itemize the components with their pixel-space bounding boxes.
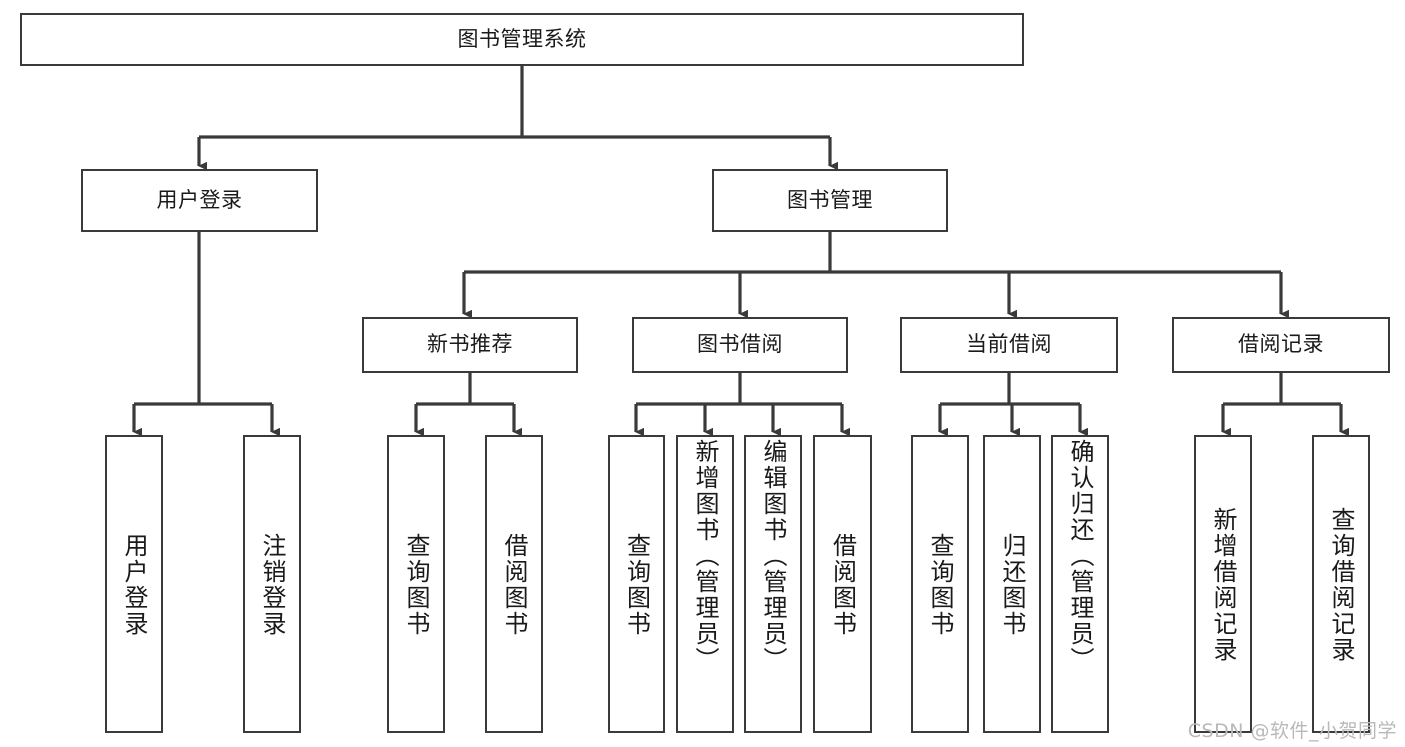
node-leaf-edit-book-label: 编辑图书（管理员） xyxy=(759,439,787,673)
node-leaf-query-book-3[interactable]: 查询图书 xyxy=(911,435,969,733)
node-book-manage-label: 图书管理 xyxy=(787,187,873,212)
node-leaf-query-book-2[interactable]: 查询图书 xyxy=(608,435,665,733)
connector-group-new-book-recommend xyxy=(414,373,522,437)
node-leaf-query-borrow-record[interactable]: 查询借阅记录 xyxy=(1312,435,1370,733)
connector-group-book-borrow xyxy=(634,373,850,437)
node-borrow-record-label: 借阅记录 xyxy=(1238,332,1324,357)
node-leaf-borrow-book-2-label: 借阅图书 xyxy=(828,533,857,637)
node-leaf-logout-label: 注销登录 xyxy=(258,533,286,637)
node-borrow-record[interactable]: 借阅记录 xyxy=(1172,317,1390,373)
node-root[interactable]: 图书管理系统 xyxy=(20,13,1024,66)
node-leaf-logout[interactable]: 注销登录 xyxy=(243,435,301,733)
node-book-borrow-label: 图书借阅 xyxy=(697,332,783,357)
node-leaf-borrow-book-2[interactable]: 借阅图书 xyxy=(813,435,872,733)
node-leaf-confirm-return[interactable]: 确认归还（管理员） xyxy=(1051,435,1109,733)
node-leaf-user-login-label: 用户登录 xyxy=(120,533,148,637)
connector-group-borrow-record xyxy=(1221,373,1349,437)
node-leaf-query-book-2-label: 查询图书 xyxy=(622,533,651,637)
node-user-login[interactable]: 用户登录 xyxy=(81,169,318,232)
connector-group-user-login xyxy=(132,232,280,437)
node-current-borrow[interactable]: 当前借阅 xyxy=(900,317,1118,373)
node-leaf-borrow-book-1[interactable]: 借阅图书 xyxy=(485,435,543,733)
node-book-borrow[interactable]: 图书借阅 xyxy=(632,317,848,373)
node-leaf-return-book-label: 归还图书 xyxy=(998,533,1026,637)
node-new-book-recommend-label: 新书推荐 xyxy=(427,332,513,357)
node-leaf-return-book[interactable]: 归还图书 xyxy=(983,435,1041,733)
node-leaf-user-login[interactable]: 用户登录 xyxy=(105,435,163,733)
node-current-borrow-label: 当前借阅 xyxy=(966,332,1052,357)
node-leaf-add-book[interactable]: 新增图书（管理员） xyxy=(676,435,734,733)
connector-group-current-borrow xyxy=(938,373,1088,437)
node-leaf-confirm-return-label: 确认归还（管理员） xyxy=(1066,439,1094,673)
node-leaf-query-borrow-record-label: 查询借阅记录 xyxy=(1327,507,1355,663)
node-leaf-borrow-book-1-label: 借阅图书 xyxy=(500,533,528,637)
node-leaf-query-book-3-label: 查询图书 xyxy=(926,533,954,637)
node-user-login-label: 用户登录 xyxy=(156,187,243,212)
node-leaf-add-borrow-record-label: 新增借阅记录 xyxy=(1209,507,1237,663)
node-book-manage[interactable]: 图书管理 xyxy=(712,169,948,232)
connector-group-root xyxy=(197,66,838,171)
node-root-label: 图书管理系统 xyxy=(457,26,587,51)
node-new-book-recommend[interactable]: 新书推荐 xyxy=(362,317,578,373)
node-leaf-query-book-1-label: 查询图书 xyxy=(402,533,430,637)
node-leaf-query-book-1[interactable]: 查询图书 xyxy=(387,435,445,733)
node-leaf-add-borrow-record[interactable]: 新增借阅记录 xyxy=(1194,435,1252,733)
node-leaf-add-book-label: 新增图书（管理员） xyxy=(691,439,719,673)
node-leaf-edit-book[interactable]: 编辑图书（管理员） xyxy=(744,435,802,733)
connector-group-book-manage xyxy=(462,232,1289,319)
